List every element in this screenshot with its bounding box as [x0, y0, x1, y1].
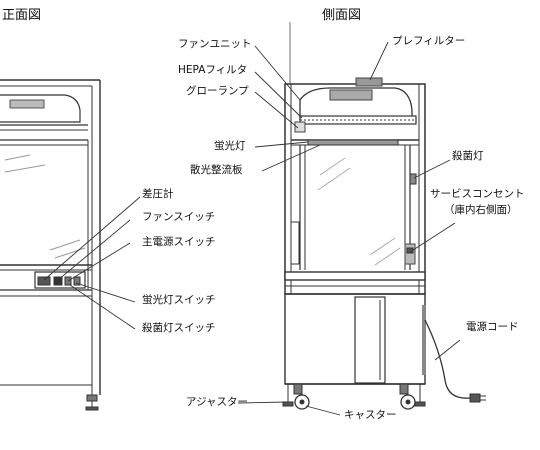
label-adjuster: アジャスター — [186, 396, 249, 408]
label-service-outlet-note: （庫内右側面） — [444, 204, 518, 216]
label-diffuser-rectifier: 散光整流板 — [190, 164, 243, 176]
label-germicidal-lamp: 殺菌灯 — [452, 150, 484, 162]
label-fan-unit: ファンユニット — [178, 38, 252, 50]
label-glow-lamp: グローランプ — [186, 85, 249, 97]
label-fluorescent-lamp: 蛍光灯 — [214, 140, 246, 152]
label-hepa-filter: HEPAフィルタ — [178, 64, 248, 76]
front-view-title: 正面図 — [2, 8, 42, 23]
side-view — [282, 22, 486, 410]
label-germicidal-switch: 殺菌灯スイッチ — [142, 322, 216, 334]
front-view — [0, 79, 101, 411]
leader-lines — [43, 41, 461, 416]
label-main-power-switch: 主電源スイッチ — [142, 236, 216, 248]
label-caster: キャスター — [344, 409, 397, 421]
label-service-outlet: サービスコンセント — [430, 188, 525, 200]
label-differential-pressure-gauge: 差圧計 — [142, 188, 174, 200]
label-fan-switch: ファンスイッチ — [142, 211, 216, 223]
label-power-cord: 電源コード — [466, 321, 519, 333]
label-fluorescent-switch: 蛍光灯スイッチ — [142, 294, 216, 306]
side-view-title: 側面図 — [322, 8, 362, 23]
label-prefilter: プレフィルター — [392, 35, 466, 47]
